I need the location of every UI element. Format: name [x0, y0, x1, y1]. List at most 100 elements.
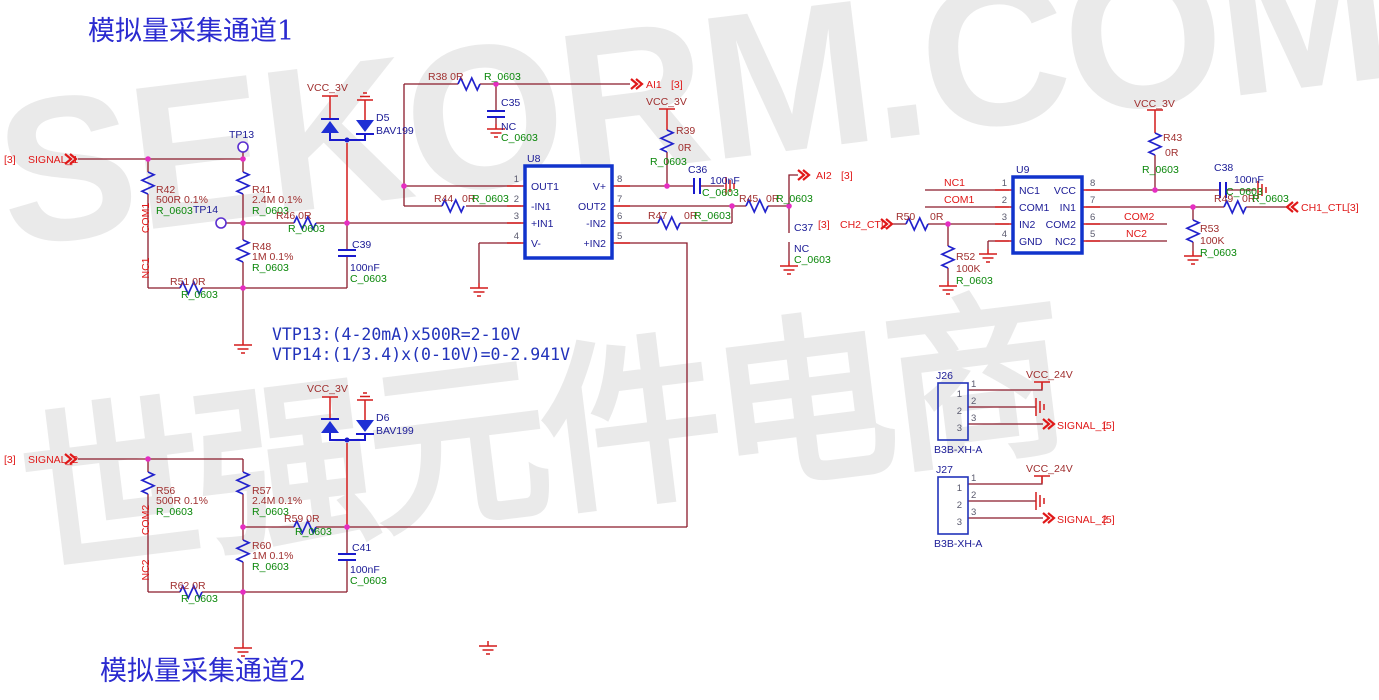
tp14-label: TP14: [193, 204, 218, 216]
r39-ref: R39: [676, 125, 695, 137]
j27-pinnum-in1: 1: [957, 483, 962, 494]
tp13-label: TP13: [229, 129, 254, 141]
diode-pair-d5: [320, 118, 375, 144]
ground-up-icon: [356, 392, 374, 405]
j27-pinnum-out1: 1: [971, 473, 976, 484]
u9-pin-gnd: GND: [1019, 236, 1043, 248]
r53-ref: R53: [1200, 223, 1219, 235]
j26-pinnum-in1: 1: [957, 389, 962, 400]
c41-value: 100nF: [350, 564, 380, 576]
c41-ref: C41: [352, 542, 371, 554]
ground-icon: [938, 280, 958, 295]
title-channel2: 模拟量采集通道2: [100, 656, 306, 687]
c39-value: 100nF: [350, 262, 380, 274]
u9-pinnum-6: 6: [1090, 212, 1095, 223]
vcc-bar-icon: [321, 396, 339, 405]
port-signal1-sheetref: [3]: [4, 154, 16, 166]
j27-body: [937, 476, 969, 535]
vcc-bar-icon: [1033, 475, 1051, 484]
r52-value: 100K: [956, 263, 981, 275]
u8-pin-out2: OUT2: [578, 201, 606, 213]
power-symbols: [233, 92, 1267, 657]
r56-footprint: R_0603: [156, 506, 193, 518]
r43-footprint: R_0603: [1142, 164, 1179, 176]
c38-footprint: C_0603: [1226, 186, 1263, 198]
r44-footprint: R_0603: [472, 193, 509, 205]
r51-footprint: R_0603: [181, 289, 218, 301]
vcc-bar-icon: [1033, 381, 1051, 390]
wires: [78, 83, 1287, 643]
r57-value: 2.4M 0.1%: [252, 495, 302, 507]
ground-icon: [478, 640, 498, 655]
d5-ref: D5: [376, 112, 390, 124]
r60-ref: R60: [252, 540, 271, 552]
port-signal2-label: SIGNAL_2: [28, 454, 78, 466]
u8-pin-in1p: +IN1: [531, 218, 554, 230]
vcc3v-label-3: VCC_3V: [307, 383, 348, 395]
port-j27-signal2: SIGNAL_2: [1057, 514, 1107, 526]
r43-ref: R43: [1163, 132, 1182, 144]
j26-ref: J26: [936, 370, 953, 382]
port-ai1-sheetref: [3]: [671, 79, 683, 91]
r38-footprint: R_0603: [484, 71, 521, 83]
port-ai1-label: AI1: [646, 79, 662, 91]
note-vtp14: VTP14:(1/3.4)x(0-10V)=0-2.941V: [272, 345, 570, 364]
r45-value: 0R: [766, 193, 780, 205]
u8-pin-in2n: -IN2: [586, 218, 606, 230]
vcc-bar-icon: [321, 95, 339, 104]
earth-icon: [1035, 397, 1045, 417]
tp14-testpoint: [215, 217, 227, 229]
u8-pinnum-2: 2: [514, 194, 519, 205]
c35-ref: C35: [501, 97, 520, 109]
r59-ref: R59 0R: [284, 513, 320, 525]
port-ch2ctl-sheetref: [3]: [818, 219, 830, 231]
net-com1-vertical: COM1: [140, 203, 152, 233]
net-com2: COM2: [1124, 211, 1154, 223]
r45-ref: R45: [739, 193, 758, 205]
r60-value: 1M 0.1%: [252, 550, 293, 562]
u9-pin-in2: IN2: [1019, 219, 1036, 231]
schematic-labels: 模拟量采集通道1模拟量采集通道2VTP13:(4-20mA)x500R=2-10…: [4, 16, 1359, 687]
r42-ref: R42: [156, 184, 175, 196]
u9-pin-nc1: NC1: [1019, 185, 1040, 197]
u8-pin-vplus: V+: [593, 181, 606, 193]
j27-pinnum-in2: 2: [957, 500, 962, 511]
r38-ref: R38 0R: [428, 71, 464, 83]
j26-pinnum-in3: 3: [957, 423, 962, 434]
vcc3v-label-2: VCC_3V: [646, 96, 687, 108]
r42-value: 500R 0.1%: [156, 194, 208, 206]
port-j27-signal2-chevron: [1041, 511, 1056, 525]
r44-value: 0R: [462, 193, 476, 205]
j26-pinnum-in2: 2: [957, 406, 962, 417]
r52-footprint: R_0603: [956, 275, 993, 287]
c36-value: 100nF: [710, 175, 740, 187]
r48-ref: R48: [252, 241, 271, 253]
r46-footprint: R_0603: [288, 223, 325, 235]
j26-body: [937, 382, 969, 441]
j27-ref: J27: [936, 464, 953, 476]
d5-value: BAV199: [376, 125, 414, 137]
u9-pinnum-7: 7: [1090, 195, 1095, 206]
j26-footprint: B3B-XH-A: [934, 444, 982, 456]
j27-pinnum-in3: 3: [957, 517, 962, 528]
u8-pin-vminus: V-: [531, 238, 541, 250]
port-signal1-label: SIGNAL_1: [28, 154, 78, 166]
net-com1: COM1: [944, 194, 974, 206]
ground-icon: [233, 339, 253, 354]
u9-body: [1011, 175, 1084, 255]
j27-pinnum-out2: 2: [971, 490, 976, 501]
port-ai1-chevron: [629, 77, 644, 91]
r59-footprint: R_0603: [295, 526, 332, 538]
net-com2-vertical: COM2: [140, 505, 152, 535]
r56-value: 500R 0.1%: [156, 495, 208, 507]
c37-value: NC: [794, 243, 810, 255]
u8-pin-in1n: -IN1: [531, 201, 551, 213]
u9-pin-com2: COM2: [1046, 219, 1076, 231]
ground-icon: [469, 282, 489, 297]
u9-pinnum-1: 1: [1002, 178, 1007, 189]
r39-footprint: R_0603: [650, 156, 687, 168]
r52-ref: R52: [956, 251, 975, 263]
c38-ref: C38: [1214, 162, 1233, 174]
